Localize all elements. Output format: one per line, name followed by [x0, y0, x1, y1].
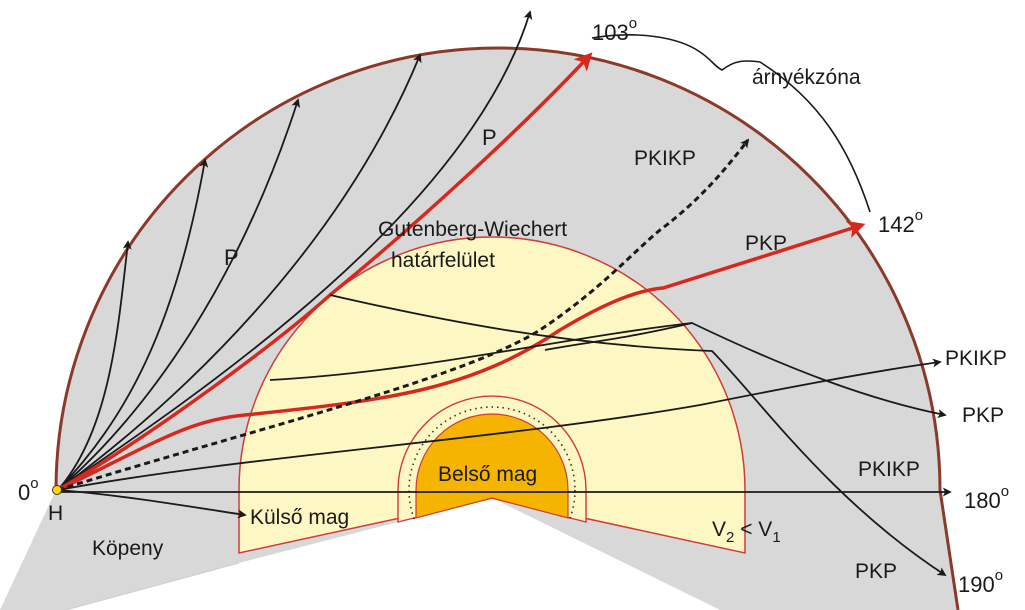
p-ray-fan	[57, 10, 533, 491]
inner-core-label: Belső mag	[438, 463, 537, 486]
boundary-label-line1: Gutenberg-Wiechert	[378, 218, 567, 241]
white-wedge	[239, 498, 720, 610]
ray-to-pkp-upper	[269, 322, 947, 418]
outer-core-label: Külső mag	[250, 506, 349, 529]
pkp-right-upper-label: PKP	[962, 404, 1004, 427]
ray-blend-1	[544, 322, 693, 351]
pkikp-ray-dotted	[57, 138, 750, 492]
earth-surface-line	[54, 46, 960, 610]
pkikp-right-lower-label: PKIKP	[858, 458, 920, 481]
mantle-label: Köpeny	[92, 537, 164, 560]
ray-to-pkp-190	[329, 294, 947, 576]
p-ray-1	[57, 240, 132, 491]
mantle-left-edge	[65, 562, 240, 610]
p-ray-2	[57, 158, 209, 491]
pkp-ray-red	[57, 220, 866, 492]
curly-brace-icon	[591, 34, 871, 213]
pkp-red-label: PKP	[745, 232, 787, 255]
p-wave-label-red: P	[482, 125, 497, 150]
deg-180-label: 180o	[964, 483, 1009, 513]
p-wave-label-left: P	[224, 245, 239, 270]
boundary-label-line2: határfelület	[391, 249, 495, 272]
deg-0-label: 0o	[18, 475, 39, 505]
deg-190-label: 190o	[958, 567, 1003, 597]
pkikp-top-label: PKIKP	[634, 147, 696, 170]
deg-142-label: 142o	[878, 207, 923, 237]
deg-103-label: 103o	[592, 15, 637, 45]
pkikp-right-upper-label: PKIKP	[945, 347, 1007, 370]
p-ray-4	[57, 53, 422, 491]
p-ray-5	[57, 10, 533, 491]
ray-to-pkikp-upper	[57, 358, 942, 491]
source-label: H	[48, 502, 63, 525]
velocity-relation-label: V2 < V1	[712, 518, 781, 546]
pkp-right-lower-label: PKP	[855, 560, 897, 583]
core-rays	[57, 294, 952, 576]
ray-to-outer-core-label	[57, 489, 247, 519]
p-ray-3	[57, 98, 301, 491]
source-point	[52, 485, 62, 495]
shadow-zone-label: árnyékzóna	[752, 66, 861, 89]
